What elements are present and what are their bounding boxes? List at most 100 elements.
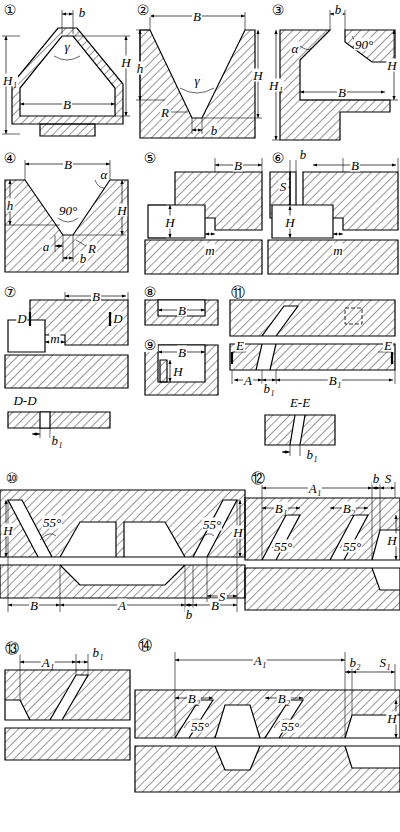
dimension-label: H <box>232 526 243 539</box>
hatched-die-section <box>160 360 167 382</box>
hatched-die-section <box>5 355 128 388</box>
dimension-label: b <box>210 124 219 137</box>
extension-line <box>148 158 262 238</box>
figure-number: ⑪ <box>230 285 246 299</box>
extension-line <box>136 12 262 134</box>
extension-line <box>300 46 312 50</box>
dimension-label: b₁ <box>262 382 275 395</box>
dimension-label: E <box>383 339 393 352</box>
figure-number: ④ <box>3 151 18 165</box>
dimension-label: H <box>252 69 263 82</box>
extension-line <box>2 10 130 134</box>
dimension-label: h <box>6 199 15 212</box>
dimension-label: α <box>291 42 300 55</box>
extension-line <box>95 180 104 188</box>
dimension-label: 90° <box>354 38 374 51</box>
dimension-label: 55° <box>42 516 62 529</box>
dimension-label: H <box>164 216 175 229</box>
dimension-line <box>192 130 202 131</box>
extension-line <box>5 160 126 262</box>
dimension-label: 55° <box>342 540 362 553</box>
hatched-die-section <box>12 28 123 124</box>
extension-line <box>200 534 214 540</box>
dimension-line <box>262 380 276 381</box>
dimension-label: H₁ <box>2 74 18 87</box>
hatched-die-section <box>8 412 110 428</box>
dimension-label: B <box>233 159 243 172</box>
dimension-label: A <box>243 374 253 387</box>
forging-outline <box>272 205 333 238</box>
hatched-die-section <box>40 124 95 136</box>
dimension-line <box>185 605 193 606</box>
figure-number: ⑫ <box>250 471 266 485</box>
dimension-line <box>282 452 290 453</box>
dimension-label: S <box>384 472 393 485</box>
dimension-label: b₁ <box>305 448 318 461</box>
dimension-label: H <box>2 524 13 537</box>
hatched-die-section <box>245 498 400 560</box>
extension-line <box>76 240 86 246</box>
dimension-label: A₁ <box>308 482 322 495</box>
dimension-label: b <box>79 252 88 265</box>
extension-line <box>58 218 78 222</box>
dimension-label: γ <box>193 74 200 87</box>
dimension-line <box>380 488 395 489</box>
dimension-label: H <box>386 534 397 547</box>
dimension-label: B <box>350 159 360 172</box>
extension-line <box>232 370 395 384</box>
dimension-label: b₂ <box>348 656 361 669</box>
dimension-label: h <box>136 62 145 75</box>
dimension-line <box>352 672 395 673</box>
dimension-label: H <box>386 59 397 72</box>
forging-outline <box>40 412 50 428</box>
hatched-die-section <box>265 415 335 445</box>
dimension-label: A <box>117 599 127 612</box>
hatched-die-section <box>145 240 262 274</box>
extension-line <box>40 534 56 540</box>
dimension-label: a <box>42 240 51 253</box>
dimension-label: A₁ <box>253 654 267 667</box>
dimension-label: m <box>332 244 343 257</box>
forging-outline <box>8 320 45 352</box>
dimension-label: H <box>284 216 295 229</box>
hatched-die-section <box>145 300 218 325</box>
dimension-line <box>205 234 215 235</box>
hatched-die-section <box>145 345 218 395</box>
section-mark <box>232 352 392 364</box>
figure-number: ⑬ <box>4 641 20 655</box>
dimension-label: D-D <box>12 394 37 407</box>
dimension-line <box>345 672 352 673</box>
hatched-die-section <box>245 568 400 610</box>
dimension-label: B₁ <box>274 502 288 515</box>
hatched-die-section <box>135 746 400 792</box>
dimension-label: B₂ <box>342 502 356 515</box>
hatched-die-section <box>280 30 390 140</box>
dimension-label: H <box>120 56 131 69</box>
forging-outline <box>158 345 205 382</box>
dimension-line <box>55 246 63 247</box>
dimension-label: H <box>116 204 127 217</box>
dimension-label: 55° <box>280 720 300 733</box>
dimension-line <box>126 36 127 116</box>
dimension-label: 55° <box>190 720 210 733</box>
dimension-label: H <box>172 365 183 378</box>
dimension-label: 55° <box>273 540 293 553</box>
dimension-line <box>170 360 171 382</box>
dimension-label: B <box>192 10 202 23</box>
forging-outline <box>148 205 205 238</box>
dimension-label: B₂ <box>277 692 291 705</box>
extension-line <box>54 56 80 60</box>
extension-line <box>8 500 237 612</box>
section-mark <box>30 312 110 326</box>
dimension-label: A₁ <box>41 656 55 669</box>
figure-number: ⑦ <box>3 285 18 299</box>
dimension-label: H₁ <box>268 79 284 92</box>
extension-line <box>262 482 395 560</box>
dimension-label: B <box>177 304 187 317</box>
dimension-label: S₁ <box>378 656 391 669</box>
hatched-die-section <box>5 670 130 720</box>
dimension-label: m <box>204 244 215 257</box>
hatched-die-section <box>230 300 395 336</box>
dimension-label: b <box>372 472 381 485</box>
